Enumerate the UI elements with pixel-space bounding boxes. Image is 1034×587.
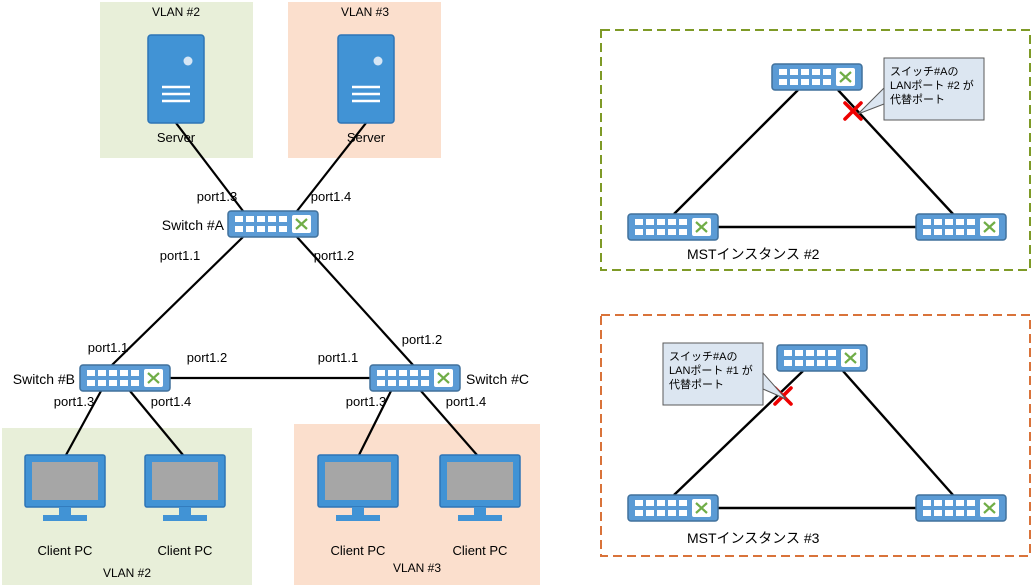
vlan3-bottom-label: VLAN #3	[393, 561, 441, 575]
server1-icon	[146, 33, 206, 125]
switch-a-port14-label: port1.4	[311, 189, 351, 204]
switch-a-port11-label: port1.1	[160, 248, 200, 263]
mst3-callout-line2: LANポート #1 が	[669, 363, 753, 377]
switch-b-port12-label: port1.2	[187, 350, 227, 365]
switch-c-port14-label: port1.4	[446, 394, 486, 409]
switch-b-port11-label: port1.1	[88, 340, 128, 355]
mst3-callout-pointer	[762, 371, 787, 400]
mst2-callout-line1: スイッチ#Aの	[890, 65, 958, 78]
mst2-blocked-port-x-icon	[843, 101, 863, 121]
vlan2-bottom-label: VLAN #2	[103, 566, 151, 580]
switch-b-icon	[78, 363, 172, 393]
mst2-link-top-right	[837, 89, 954, 215]
mst-instance-2-group: スイッチ#Aの LANポート #2 が 代替ポート MSTインスタンス #2	[600, 29, 1031, 271]
link-server2-switch-a	[296, 122, 367, 212]
switch-a-icon	[226, 209, 320, 239]
switch-c-icon	[368, 363, 462, 393]
mst2-link-top-left	[673, 89, 799, 215]
mst-instance-3-group: スイッチ#Aの LANポート #1 が 代替ポート MSTインスタンス #3	[600, 314, 1031, 557]
mst3-link-top-left	[673, 370, 804, 496]
mst2-callout-line2: LANポート #2 が	[890, 78, 974, 92]
switch-b-label: Switch #B	[13, 371, 75, 387]
client-pc1-label: Client PC	[38, 543, 93, 558]
mst3-switch-left-icon	[626, 493, 720, 523]
mst3-link-top-right	[842, 370, 954, 496]
server2-label: Server	[347, 130, 386, 145]
switch-c-label: Switch #C	[466, 371, 529, 387]
switch-a-label: Switch #A	[162, 217, 225, 233]
client-pc4-label: Client PC	[453, 543, 508, 558]
mst3-title: MSTインスタンス #3	[687, 530, 820, 546]
server2-icon	[336, 33, 396, 125]
switch-c-port11-label: port1.1	[318, 350, 358, 365]
mst2-callout-pointer	[857, 86, 885, 115]
mst3-callout-line3: 代替ポート	[669, 377, 724, 391]
mst2-switch-left-icon	[626, 212, 720, 242]
mst2-frame	[600, 29, 1031, 271]
mst2-callout-line3: 代替ポート	[890, 92, 945, 106]
link-switch-a-switch-b	[111, 236, 244, 366]
link-server1-switch-a	[175, 122, 244, 212]
mst3-switch-top-icon	[775, 343, 869, 373]
client-pc2-label: Client PC	[158, 543, 213, 558]
link-switch-b-pc1	[65, 390, 102, 456]
link-switch-c-pc4	[420, 390, 478, 456]
mst3-callout-line1: スイッチ#Aの	[669, 350, 737, 363]
link-switch-b-pc2	[129, 390, 184, 456]
link-switch-c-pc3	[358, 390, 392, 456]
server1-label: Server	[157, 130, 196, 145]
mst2-callout	[883, 57, 985, 121]
mst2-switch-top-icon	[770, 62, 864, 92]
mst2-switch-right-icon	[914, 212, 1008, 242]
switch-a-port12-label: port1.2	[314, 248, 354, 263]
switch-a-port13-label: port1.3	[197, 189, 237, 204]
mst3-callout	[662, 342, 764, 406]
mst2-title: MSTインスタンス #2	[687, 246, 820, 262]
switch-b-port13-label: port1.3	[54, 394, 94, 409]
vlan2-top-label: VLAN #2	[152, 5, 200, 19]
client-pc3-label: Client PC	[331, 543, 386, 558]
switch-c-port12-label: port1.2	[402, 332, 442, 347]
link-switch-a-switch-c	[296, 236, 414, 366]
switch-c-port13-label: port1.3	[346, 394, 386, 409]
switch-b-port14-label: port1.4	[151, 394, 191, 409]
mst3-switch-right-icon	[914, 493, 1008, 523]
mst3-frame	[600, 314, 1031, 557]
vlan3-top-label: VLAN #3	[341, 5, 389, 19]
